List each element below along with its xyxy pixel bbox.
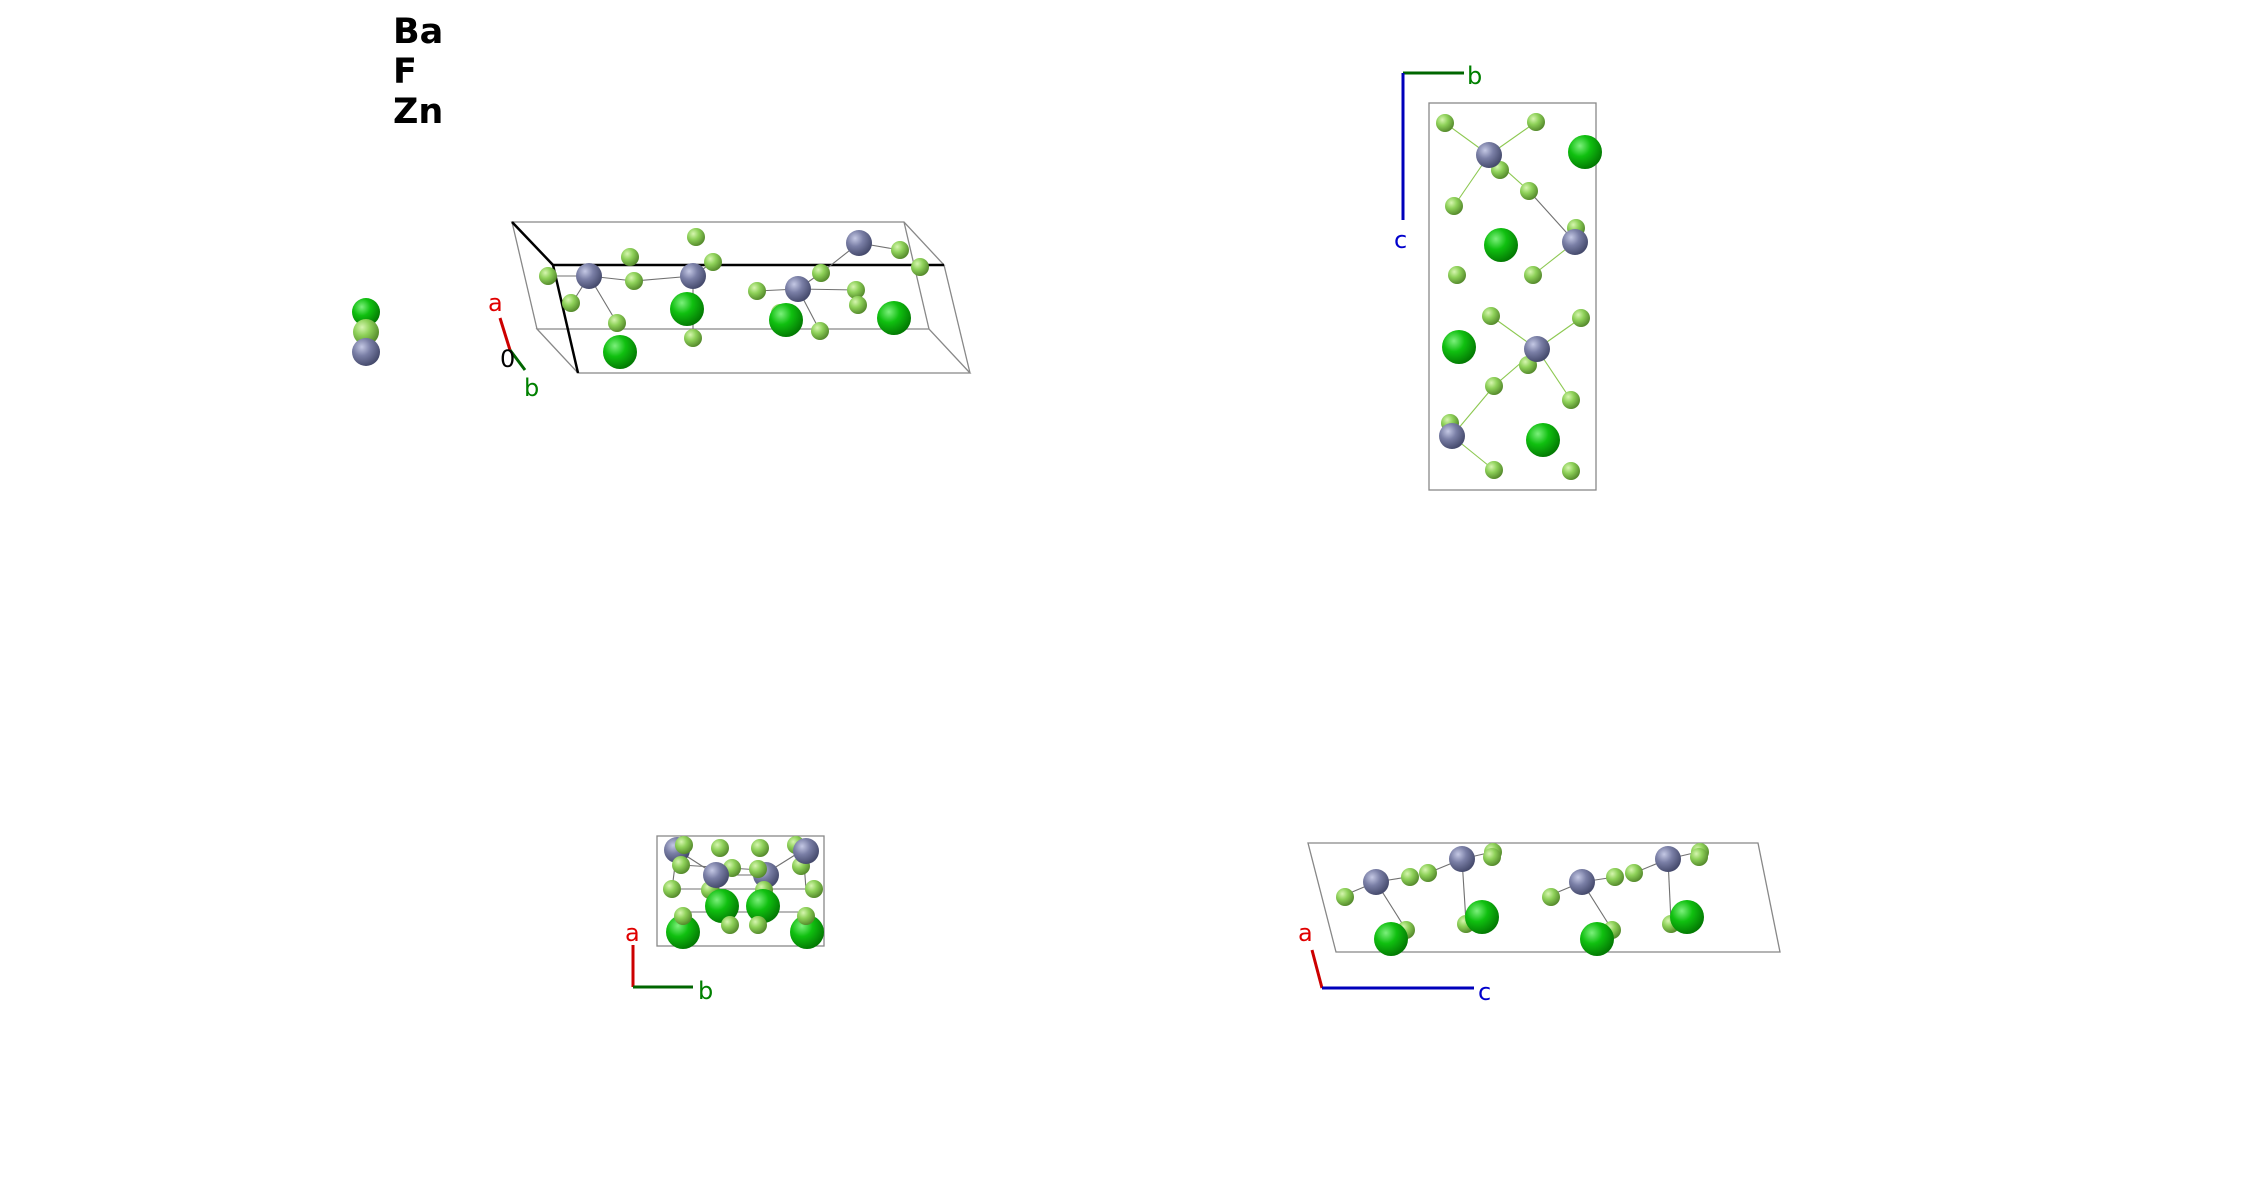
bonds (1444, 121, 1582, 471)
axis-label-b: b (1467, 62, 1482, 90)
unit-cell (656, 835, 825, 947)
axis-label-c: c (1478, 978, 1491, 1006)
legend-ba-atom (352, 298, 380, 326)
legend-label-f: F (393, 52, 417, 92)
unit-cell (1307, 842, 1781, 953)
panel-view-c: a b (625, 835, 825, 1005)
axis-triad: a 0 b (488, 289, 539, 402)
axis-triad: a c (1298, 919, 1491, 1006)
unit-cell (1428, 102, 1597, 491)
atoms (539, 228, 929, 369)
axis-label-a: a (1298, 919, 1313, 947)
axis-label-a: a (488, 289, 503, 317)
axis-label-b: b (698, 977, 713, 1005)
panel-perspective: a 0 b (488, 221, 972, 402)
legend-label-ba: Ba (393, 12, 443, 52)
panel-view-b: a c (1298, 842, 1781, 1006)
axis-label-b: b (524, 374, 539, 402)
legend-label-zn: Zn (393, 92, 443, 132)
axis-triad: a b (625, 919, 713, 1005)
atoms (1436, 113, 1602, 480)
panel-view-a: b c (1394, 62, 1602, 491)
axis-label-origin: 0 (500, 345, 515, 373)
legend-zn-atom (352, 338, 380, 366)
legend-f-atom (353, 319, 379, 345)
atoms (1336, 843, 1709, 956)
atoms (663, 836, 824, 949)
bonds (671, 849, 807, 921)
axis-triad: b c (1394, 62, 1482, 254)
bonds (1344, 851, 1699, 929)
axis-label-c: c (1394, 226, 1407, 254)
element-legend: Ba F Zn (352, 12, 443, 366)
axis-label-a: a (625, 919, 640, 947)
